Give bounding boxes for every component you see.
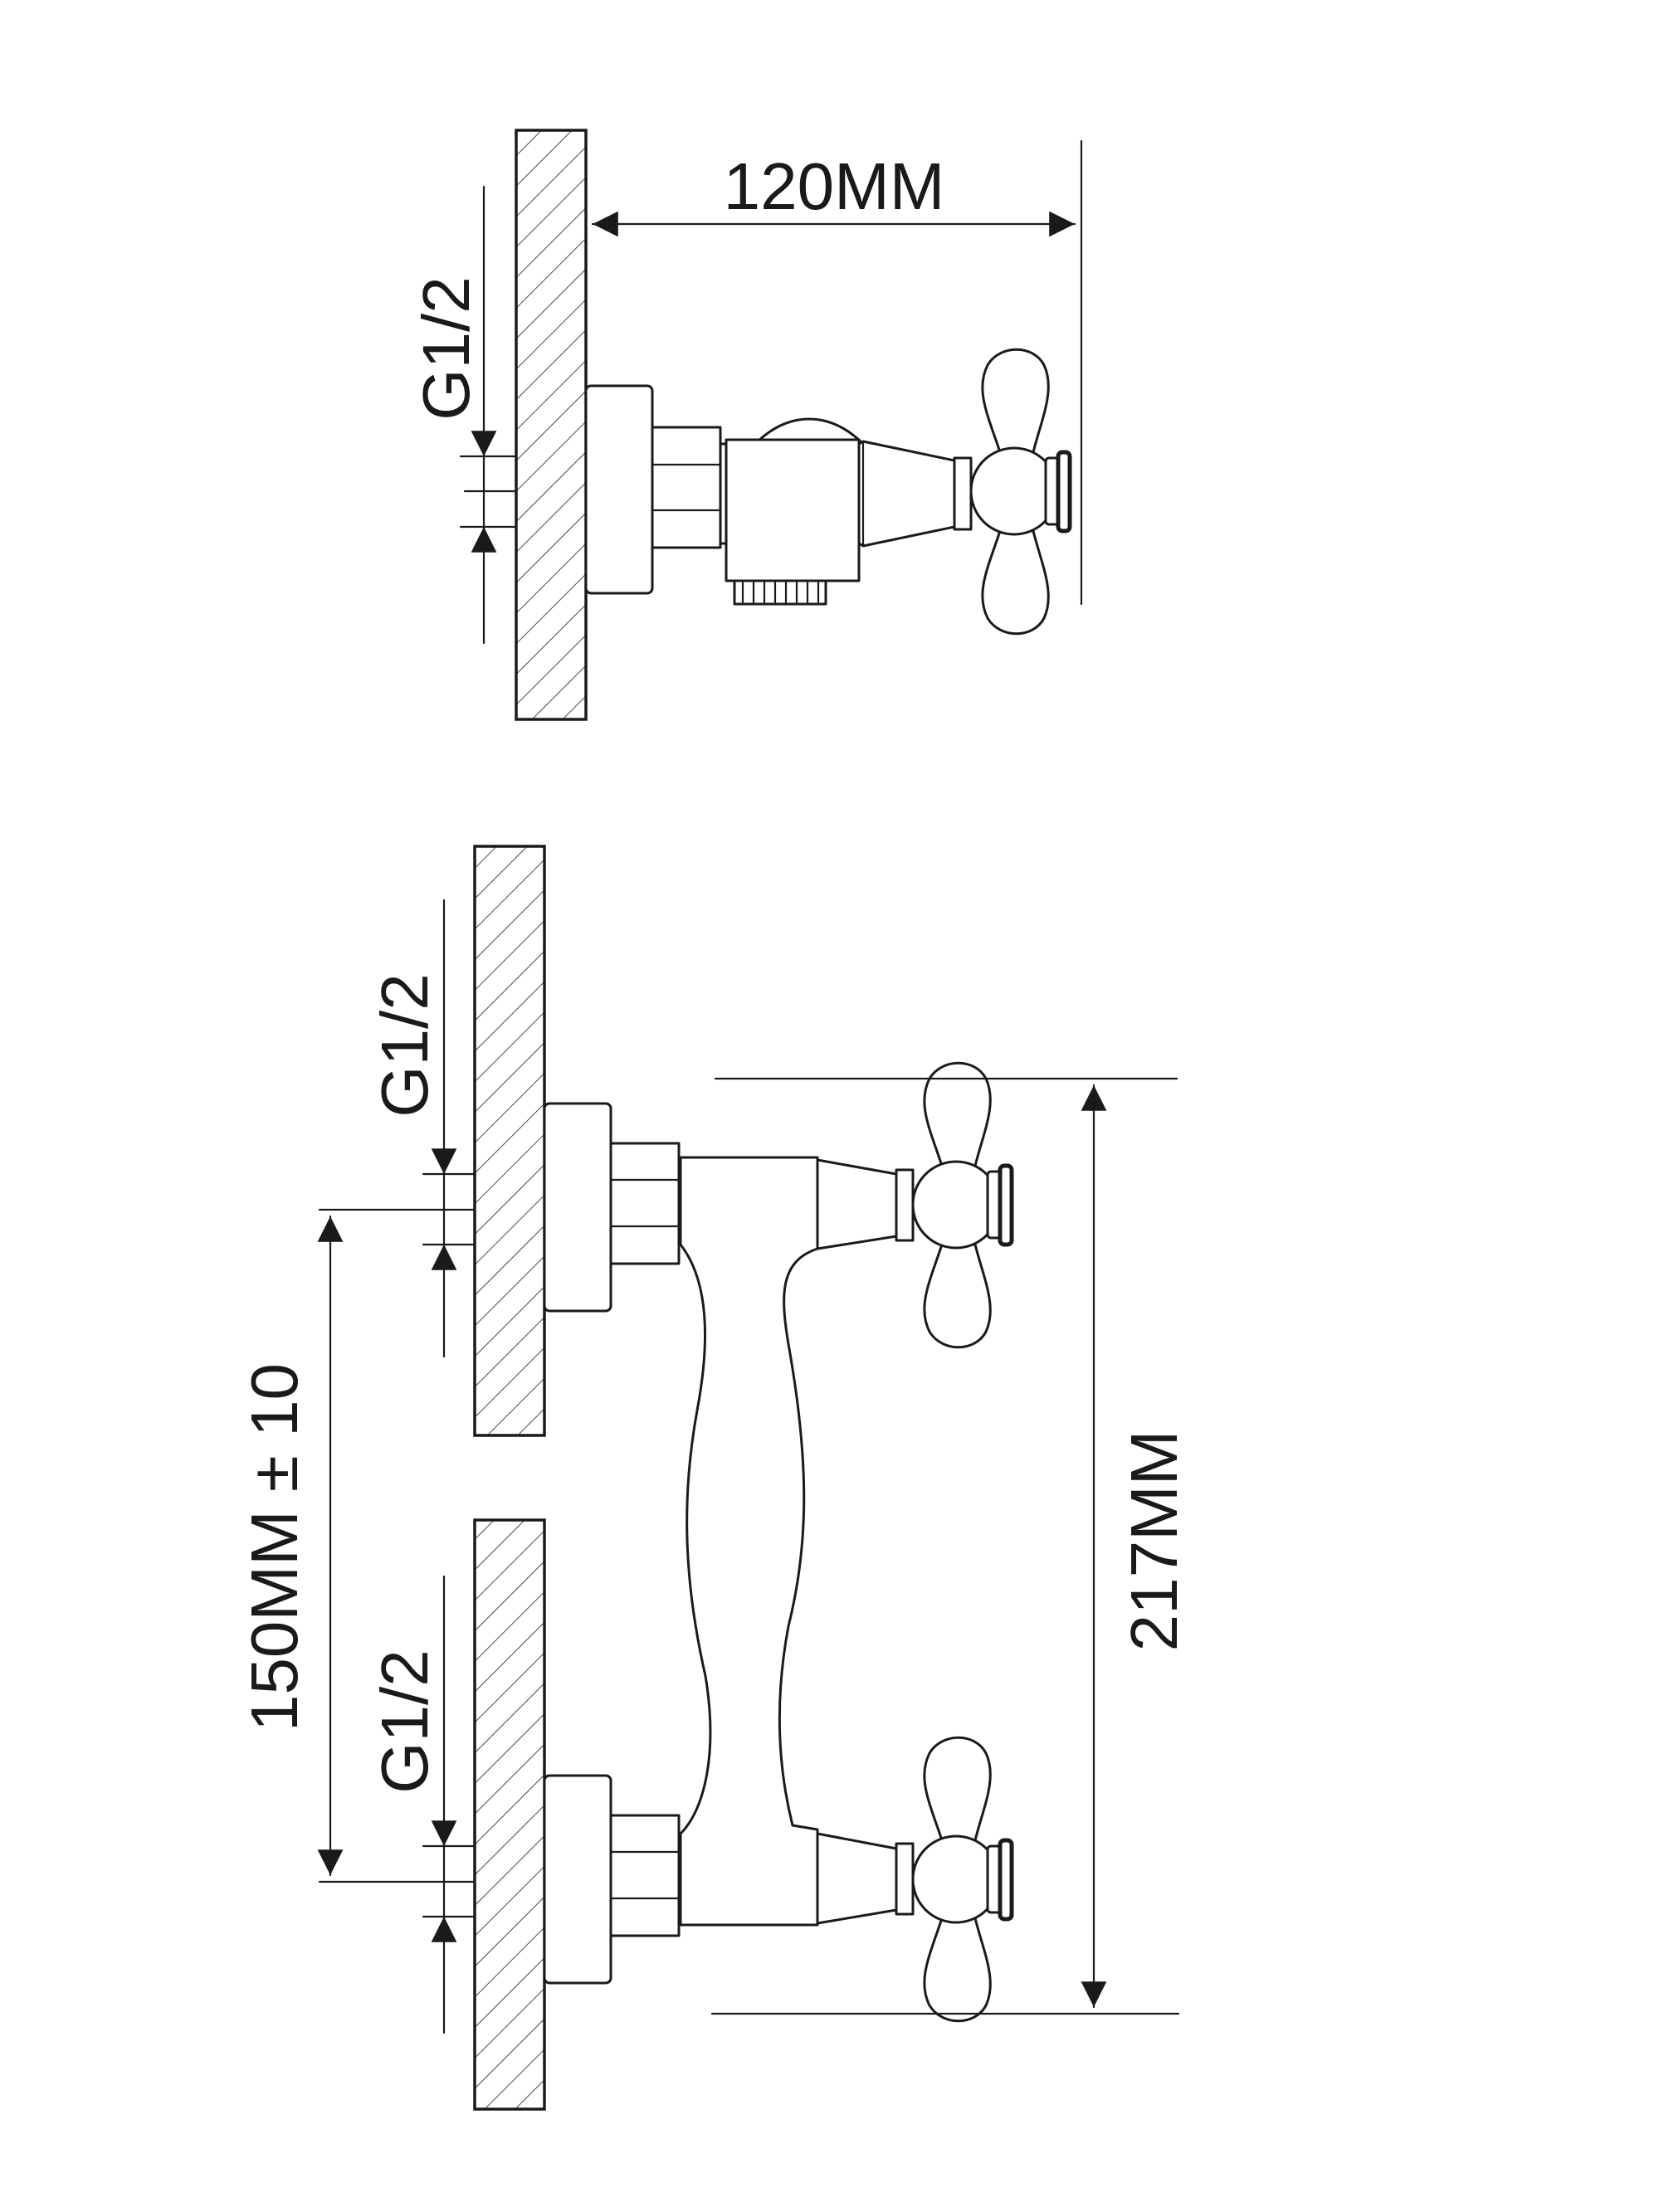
cross-handle-upper (911, 1061, 1014, 1349)
hex-nut-upper (609, 1142, 681, 1265)
outlet-thread-top (733, 579, 827, 606)
hex-nut-top (651, 426, 722, 549)
cross-handle-top (969, 348, 1072, 636)
dim-label-150: 150MM ± 10 (237, 1363, 311, 1732)
front-view: G1/2 G1/2 150MM ± 10 (237, 845, 1191, 2111)
wall-flange-lower (543, 1774, 612, 1985)
dim-label-120: 120MM (724, 149, 945, 223)
thread-label-upper: G1/2 (368, 973, 442, 1117)
outlet-body-top (725, 438, 861, 582)
thread-label-top: G1/2 (409, 276, 483, 420)
wall-section-upper (473, 845, 546, 1437)
dim-label-217: 217MM (1117, 1430, 1191, 1652)
valve-cone-top (857, 440, 956, 548)
wall-flange-top (584, 384, 654, 595)
wall-section-lower (473, 1518, 546, 2111)
outlet-thread-lines (741, 581, 820, 604)
mixer-body (679, 1156, 819, 1927)
cone-collar-upper (895, 1168, 915, 1242)
thread-label-lower: G1/2 (368, 1649, 442, 1793)
cone-collar-top (953, 456, 973, 531)
cross-handle-lower (911, 1736, 1014, 2023)
valve-cone-lower (816, 1832, 898, 1925)
valve-cone-upper (816, 1158, 898, 1250)
hex-nut-lower (609, 1814, 681, 1937)
side-view: 120MM G1/2 (409, 129, 1083, 721)
wall-flange-upper (543, 1102, 612, 1313)
wall-section-top (515, 129, 588, 721)
cone-collar-lower (895, 1842, 915, 1916)
